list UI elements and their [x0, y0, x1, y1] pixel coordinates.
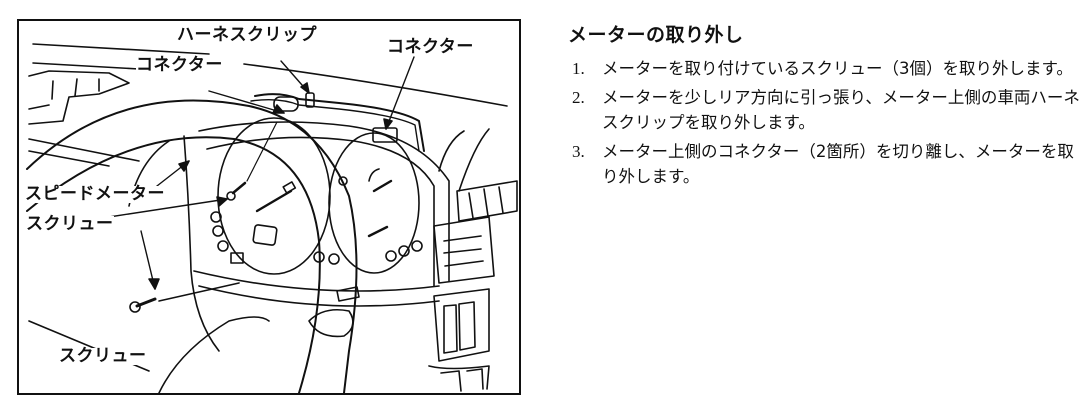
- callout-connector-left: コネクター: [136, 55, 223, 75]
- callout-harness-clip: ハーネスクリップ: [177, 25, 317, 45]
- step-text: メーターを少しリア方向に引っ張り、メーター上側の車両ハーネスクリップを取り外しま…: [602, 88, 1080, 132]
- step-number: 2.: [572, 88, 585, 107]
- procedure-section: メーターの取り外し 1. メーターを取り付けているスクリュー（3個）を取り外しま…: [568, 20, 1088, 193]
- instrument-panel-illustration: ハーネスクリップ コネクター コネクター スピードメーター スクリュー スクリュ…: [17, 19, 521, 395]
- step-text: メーター上側のコネクター（2箇所）を切り離し、メーターを取り外します。: [602, 142, 1074, 186]
- step-number: 3.: [572, 142, 585, 161]
- step-item: 1. メーターを取り付けているスクリュー（3個）を取り外します。: [568, 56, 1088, 81]
- callout-screw-mid: スクリュー: [26, 214, 114, 234]
- callout-screw-bottom: スクリュー: [59, 346, 147, 366]
- step-item: 3. メーター上側のコネクター（2箇所）を切り離し、メーターを取り外します。: [568, 139, 1088, 189]
- dashboard-line-drawing: [26, 43, 518, 393]
- callout-connector-right: コネクター: [387, 37, 474, 57]
- step-item: 2. メーターを少しリア方向に引っ張り、メーター上側の車両ハーネスクリップを取り…: [568, 85, 1088, 135]
- section-title: メーターの取り外し: [568, 24, 744, 46]
- procedure-steps: 1. メーターを取り付けているスクリュー（3個）を取り外します。 2. メーター…: [568, 56, 1088, 189]
- callout-speedometer: スピードメーター: [25, 184, 165, 204]
- step-text: メーターを取り付けているスクリュー（3個）を取り外します。: [602, 59, 1073, 78]
- step-number: 1.: [572, 59, 585, 78]
